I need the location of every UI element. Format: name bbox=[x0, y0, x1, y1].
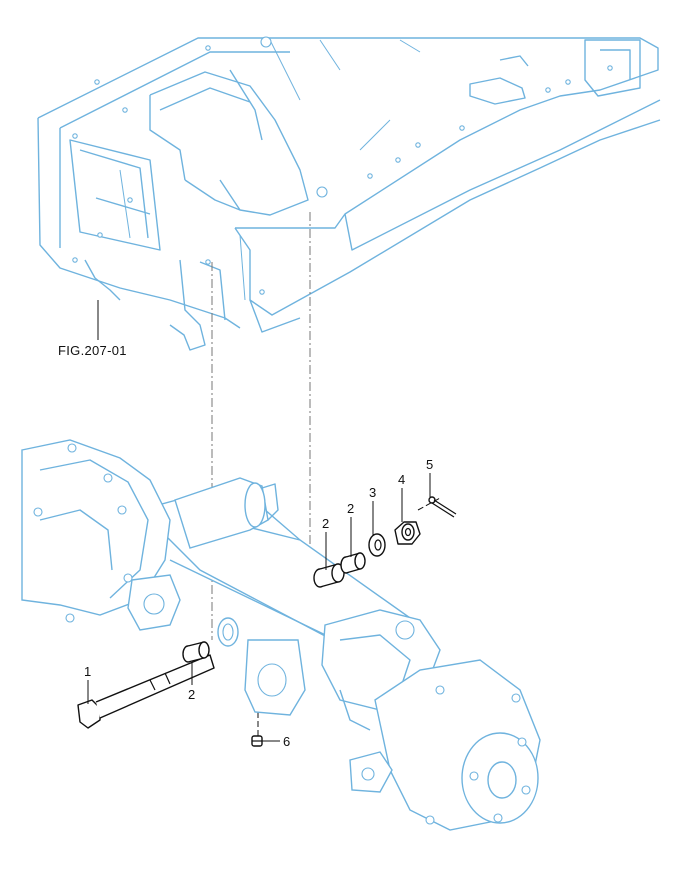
cotter-pin bbox=[428, 496, 457, 518]
callout-label: 6 bbox=[283, 734, 290, 749]
callout-2-right: 2 bbox=[347, 501, 354, 557]
callout-label: 1 bbox=[84, 664, 91, 679]
callout-label: 2 bbox=[188, 687, 195, 702]
grease-nipple bbox=[251, 735, 263, 747]
callout-label: 2 bbox=[347, 501, 354, 516]
callout-label: 2 bbox=[322, 516, 329, 531]
callout-2-bottom: 2 bbox=[188, 662, 195, 702]
axle-assembly bbox=[21, 439, 541, 831]
callout-2-left: 2 bbox=[322, 516, 329, 570]
callout-3: 3 bbox=[369, 485, 376, 535]
chassis-frame bbox=[37, 36, 661, 351]
bushing-rear bbox=[182, 641, 210, 663]
figure-reference-label: FIG.207-01 bbox=[58, 343, 127, 358]
thrust-washer bbox=[368, 533, 386, 557]
callout-label: 3 bbox=[369, 485, 376, 500]
bushing-middle bbox=[340, 552, 366, 574]
callout-4: 4 bbox=[398, 472, 405, 522]
callout-1: 1 bbox=[84, 664, 91, 704]
callout-6: 6 bbox=[262, 734, 290, 749]
callout-label: 5 bbox=[426, 457, 433, 472]
figure-reference-callout: FIG.207-01 bbox=[58, 300, 127, 358]
callout-label: 4 bbox=[398, 472, 405, 487]
pivot-bolt bbox=[77, 654, 215, 729]
callout-5: 5 bbox=[426, 457, 433, 497]
castle-nut bbox=[394, 521, 421, 545]
bushing-front bbox=[313, 563, 345, 588]
